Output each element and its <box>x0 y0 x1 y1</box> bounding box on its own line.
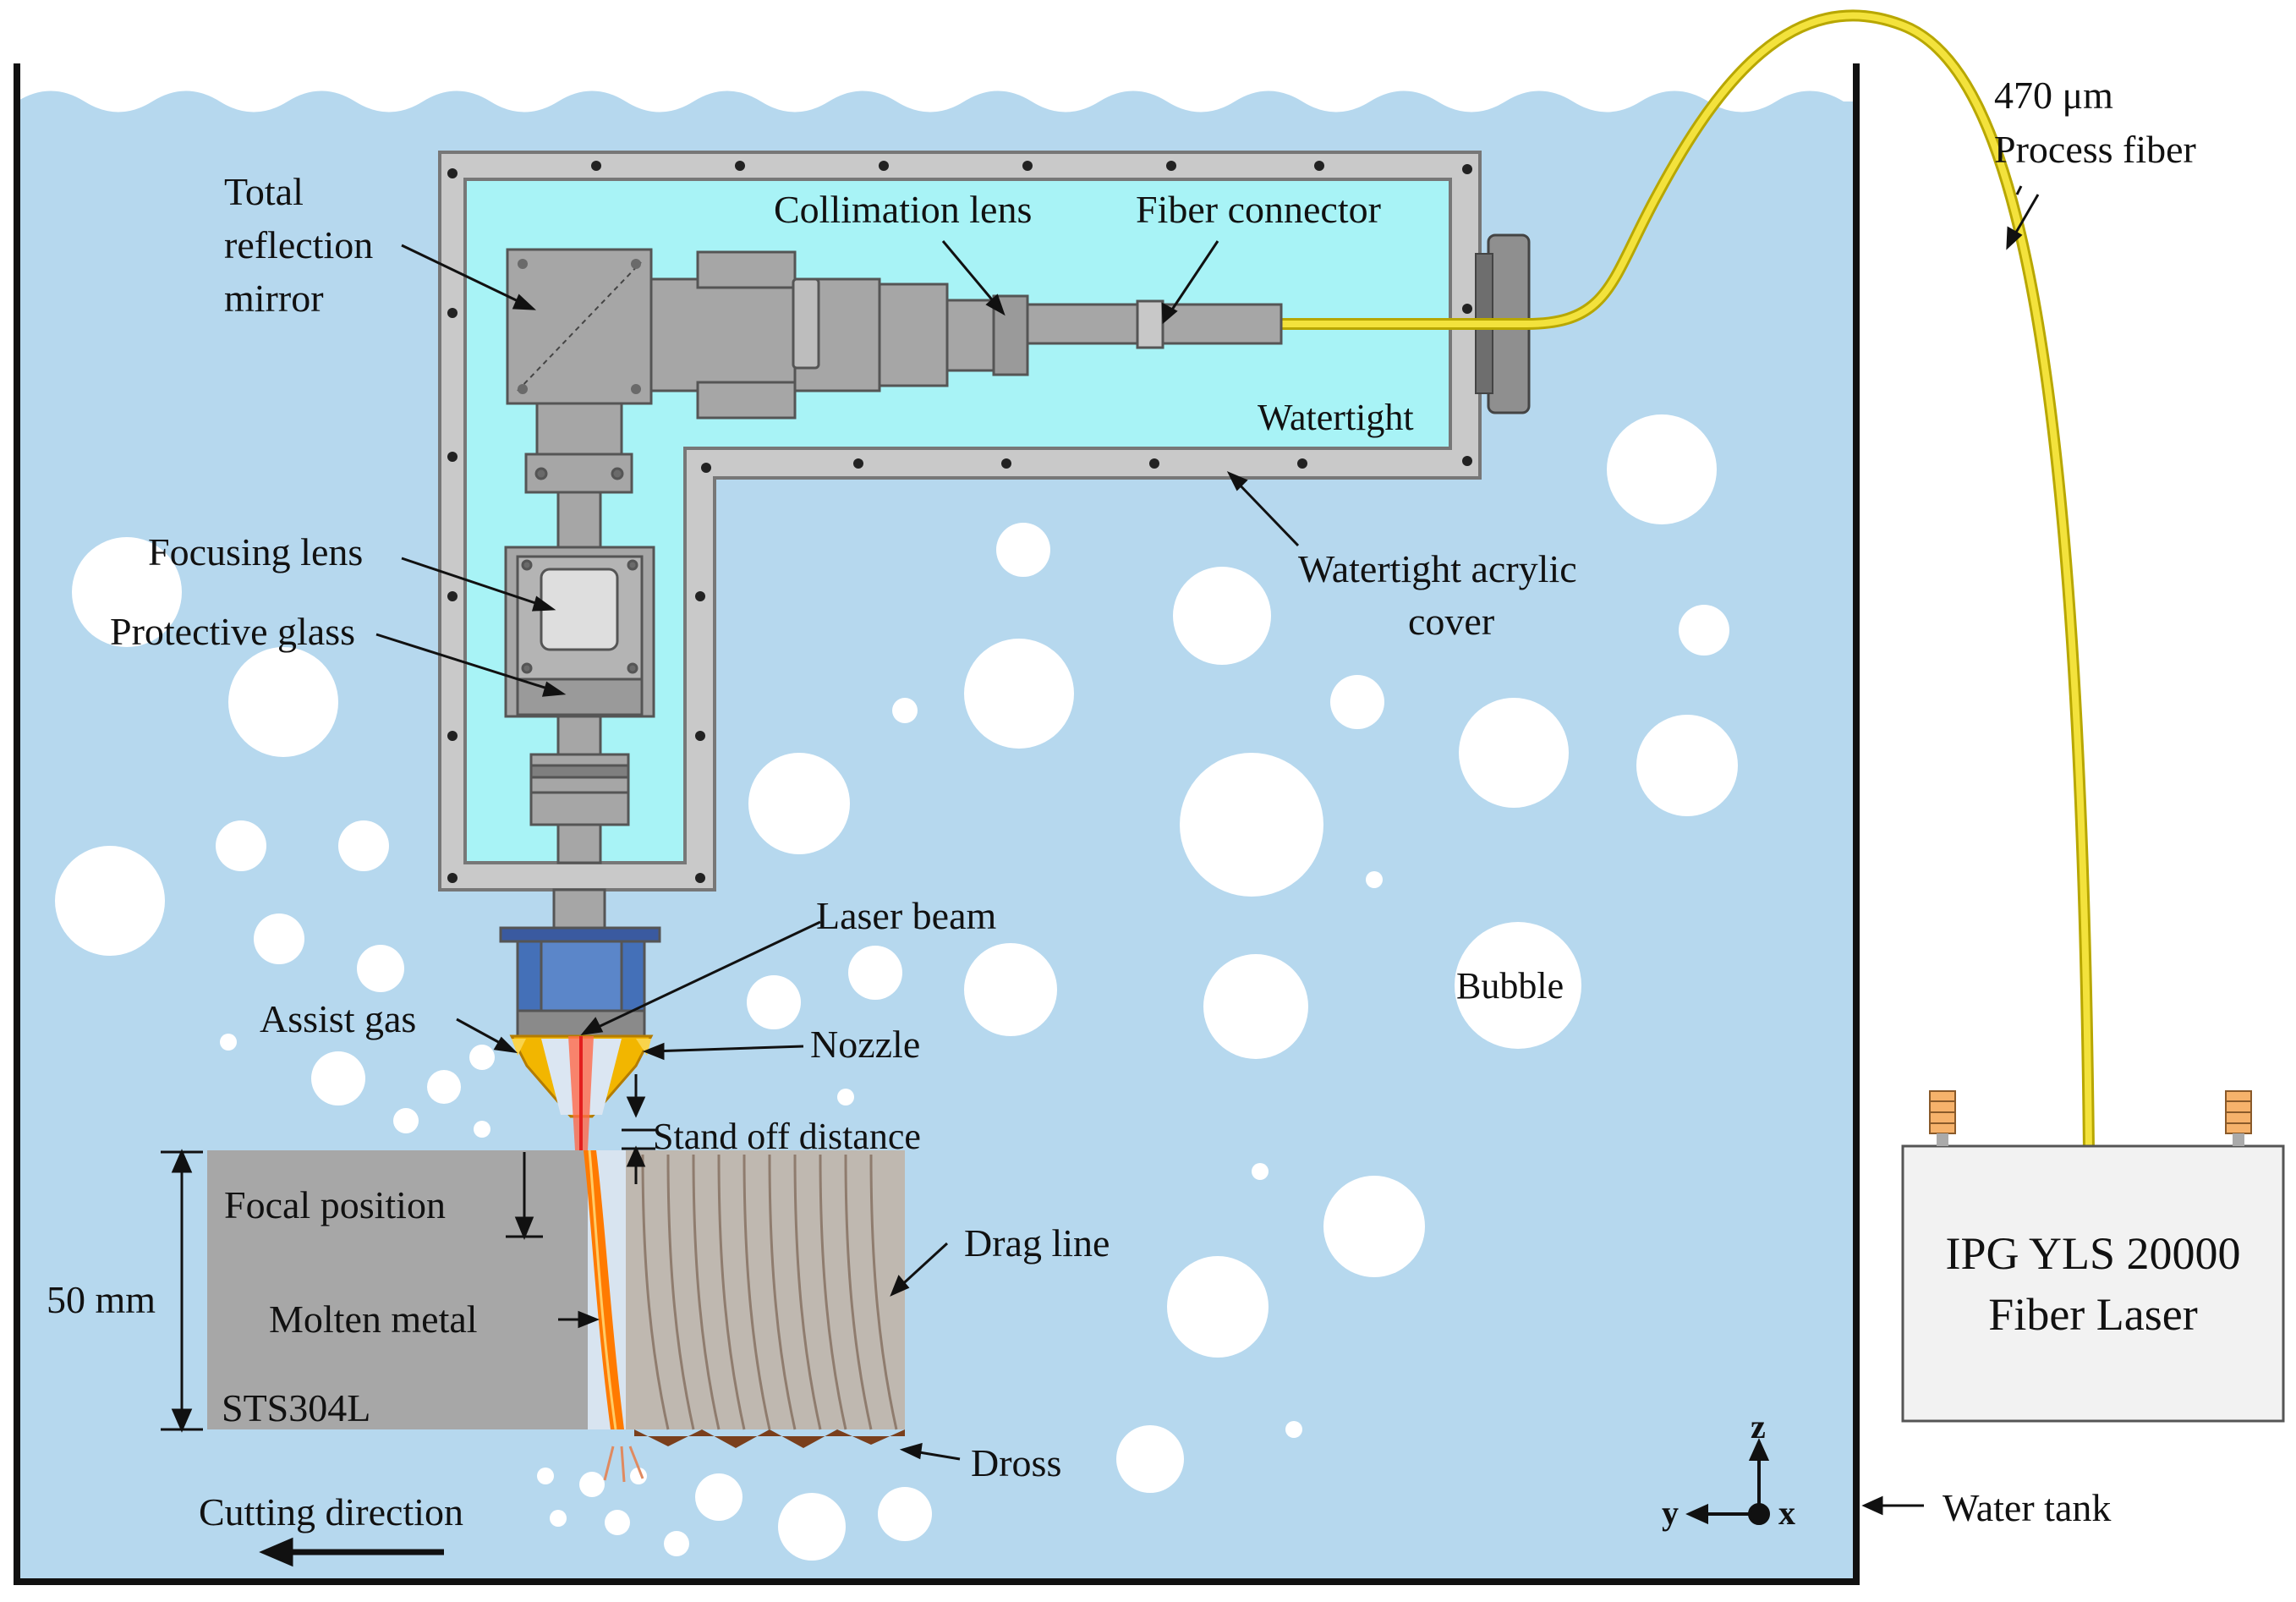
collimation-optics <box>649 250 1283 420</box>
laser-beam <box>568 1036 594 1150</box>
label-focal-position: Focal position <box>224 1183 446 1226</box>
label-fiber-size: 470 μm <box>1994 74 2113 117</box>
label-stand-off-distance: Stand off distance <box>653 1116 921 1157</box>
label-cutting-direction: Cutting direction <box>199 1490 463 1533</box>
workpiece-sts304l <box>207 1149 905 1483</box>
focusing-optics-column <box>499 402 661 1038</box>
label-bubble: Bubble <box>1456 965 1564 1007</box>
label-axis-x: x <box>1778 1494 1795 1532</box>
axis-indicator <box>1685 1438 1770 1525</box>
label-protective-glass: Protective glass <box>110 610 355 653</box>
label-thickness: 50 mm <box>47 1278 156 1321</box>
label-laser-line-2: Fiber Laser <box>1988 1289 2197 1340</box>
label-axis-y: y <box>1662 1494 1679 1532</box>
label-collimation-lens: Collimation lens <box>774 188 1032 231</box>
label-axis-z: z <box>1751 1407 1766 1446</box>
label-dross: Dross <box>971 1441 1061 1484</box>
ipg-fiber-laser-unit <box>1901 1090 2285 1423</box>
label-laser-beam: Laser beam <box>816 894 996 937</box>
label-water-tank: Water tank <box>1943 1486 2111 1529</box>
label-fiber-connector: Fiber connector <box>1136 188 1381 231</box>
bubbles <box>55 414 1738 1561</box>
label-total-reflection-1: Total <box>224 170 304 213</box>
label-molten-metal: Molten metal <box>269 1298 478 1341</box>
label-total-reflection-2: reflection <box>224 223 373 266</box>
labels: Total reflection mirror Collimation lens… <box>47 74 2241 1533</box>
label-process-fiber: Process fiber <box>1994 128 2196 171</box>
label-focusing-lens: Focusing lens <box>148 530 363 573</box>
label-material: STS304L <box>222 1386 370 1429</box>
label-assist-gas: Assist gas <box>260 997 416 1040</box>
leader-arrows <box>259 185 2040 1567</box>
dimension-markers <box>161 1074 655 1433</box>
label-watertight-cover-1: Watertight acrylic <box>1298 547 1577 590</box>
label-watertight-cover-2: cover <box>1408 600 1494 643</box>
label-watertight: Watertight <box>1258 397 1414 438</box>
label-laser-line-1: IPG YLS 20000 <box>1945 1228 2240 1279</box>
label-total-reflection-3: mirror <box>224 277 324 320</box>
total-reflection-mirror <box>506 248 653 405</box>
label-drag-line: Drag line <box>964 1221 1110 1265</box>
label-nozzle: Nozzle <box>810 1023 920 1066</box>
